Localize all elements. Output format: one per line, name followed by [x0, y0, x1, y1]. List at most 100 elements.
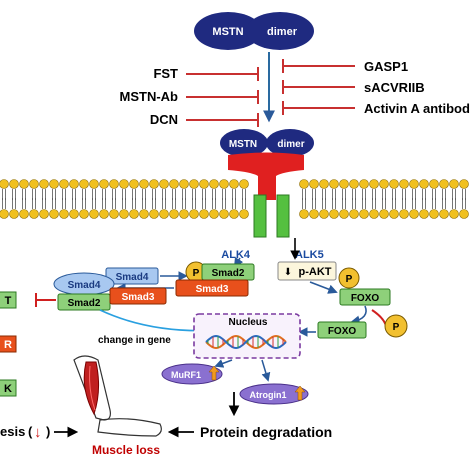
lipid-head	[359, 179, 369, 189]
lipid-head	[119, 209, 129, 219]
murf1-label: MuRF1	[171, 370, 201, 380]
cell-membrane	[0, 179, 469, 219]
lipid-tail	[412, 198, 416, 209]
lipid-head	[69, 209, 79, 219]
foxo-top-box	[339, 288, 391, 306]
lipid-head	[179, 209, 189, 219]
fst-label: FST	[153, 66, 178, 81]
smad2-top-label: Smad2	[212, 268, 245, 279]
lipid-tail	[452, 198, 456, 209]
lipid-tail	[402, 198, 406, 209]
lipid-tail	[222, 189, 226, 200]
lipid-head	[0, 179, 9, 189]
lipid-tail	[152, 189, 156, 200]
change-in-gene-label: change in gene	[98, 335, 171, 346]
lipid-head	[39, 209, 49, 219]
protein-synthesis-label: esis	[0, 424, 25, 439]
lipid-head	[389, 209, 399, 219]
lipid-head	[99, 179, 109, 189]
lipid-tail	[152, 198, 156, 209]
lipid-head	[119, 179, 129, 189]
lipid-head	[149, 179, 159, 189]
lipid-tail	[342, 198, 346, 209]
lipid-tail	[202, 189, 206, 200]
lipid-tail	[442, 189, 446, 200]
lipid-head	[449, 179, 459, 189]
smad3-left-label: Smad3	[122, 292, 155, 303]
lipid-head	[449, 209, 459, 219]
lipid-head	[129, 209, 139, 219]
left-box-2	[0, 335, 17, 353]
lipid-tail	[182, 198, 186, 209]
alk5-label: ALK5	[295, 249, 324, 261]
lipid-tail	[362, 198, 366, 209]
lipid-tail	[102, 189, 106, 200]
p-foxo-label: P	[393, 322, 400, 333]
left-box-1	[0, 291, 17, 309]
p-akt-label: p-AKT	[299, 266, 332, 278]
alk4-receptor	[253, 194, 267, 238]
atrogin1-label: Atrogin1	[250, 390, 287, 400]
lipid-tail	[312, 189, 316, 200]
lipid-head	[429, 209, 439, 219]
alk4-label: ALK4	[221, 249, 251, 261]
smad3-left-box	[109, 287, 167, 305]
lipid-head	[319, 179, 329, 189]
lipid-head	[139, 179, 149, 189]
lipid-head	[319, 209, 329, 219]
lipid-tail	[422, 198, 426, 209]
lipid-head	[209, 209, 219, 219]
lipid-head	[49, 179, 59, 189]
lipid-tail	[322, 198, 326, 209]
lipid-head	[439, 209, 449, 219]
lipid-head	[299, 179, 309, 189]
dimer-label-top: dimer	[267, 26, 298, 38]
lipid-head	[379, 209, 389, 219]
lipid-tail	[2, 189, 6, 200]
lipid-head	[339, 179, 349, 189]
lipid-head	[399, 179, 409, 189]
lipid-tail	[322, 189, 326, 200]
dcn-label: DCN	[150, 112, 178, 127]
lipid-tail	[432, 198, 436, 209]
lipid-tail	[172, 189, 176, 200]
lipid-tail	[32, 189, 36, 200]
sacvriib-label: sACVRIIB	[364, 80, 425, 95]
lipid-head	[109, 209, 119, 219]
lipid-head	[89, 209, 99, 219]
lipid-tail	[402, 189, 406, 200]
lipid-head	[309, 209, 319, 219]
lipid-tail	[142, 189, 146, 200]
lipid-head	[349, 209, 359, 219]
lipid-head	[79, 209, 89, 219]
lipid-head	[139, 209, 149, 219]
lipid-head	[219, 209, 229, 219]
gasp1-label: GASP1	[364, 59, 408, 74]
lipid-tail	[72, 198, 76, 209]
smad4-top-label: Smad4	[116, 272, 149, 283]
inhibitors-right: GASP1 sACVRIIB Activin A antibod	[282, 59, 470, 116]
lipid-tail	[452, 189, 456, 200]
lipid-head	[89, 179, 99, 189]
left-box-2-label: R	[4, 339, 12, 351]
lipid-tail	[462, 198, 466, 209]
synthesis-down-arrow: ↓	[34, 424, 42, 441]
lipid-head	[229, 179, 239, 189]
lipid-tail	[112, 198, 116, 209]
lipid-head	[459, 209, 469, 219]
lipid-head	[189, 179, 199, 189]
lipid-tail	[162, 198, 166, 209]
lipid-tail	[212, 189, 216, 200]
lipid-head	[419, 209, 429, 219]
mstn-dimer-top: MSTN dimer	[194, 12, 314, 50]
lipid-tail	[332, 198, 336, 209]
lipid-head	[369, 209, 379, 219]
lipid-tail	[32, 198, 36, 209]
lipid-head	[309, 179, 319, 189]
actriib-receptor	[228, 152, 304, 200]
lipid-tail	[222, 198, 226, 209]
lipid-head	[19, 209, 29, 219]
lipid-head	[439, 179, 449, 189]
lipid-head	[199, 209, 209, 219]
